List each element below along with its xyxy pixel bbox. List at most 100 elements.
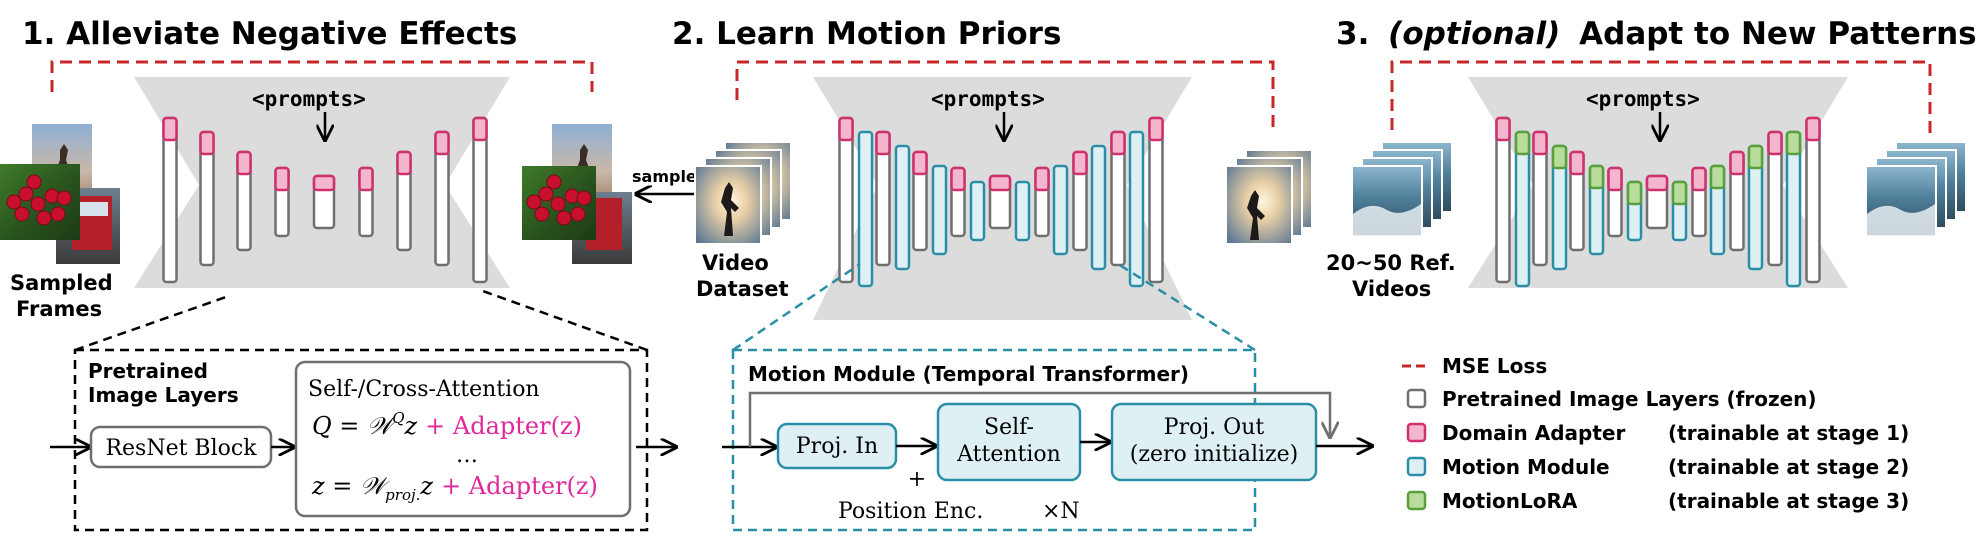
video-dataset-label-line2: Dataset xyxy=(696,277,789,301)
berry xyxy=(50,206,66,222)
stage1-title: 1. Alleviate Negative Effects xyxy=(22,16,517,52)
proj-out-label-line2: (zero initialize) xyxy=(1130,442,1298,467)
eq2-adapter: + Adapter(z) xyxy=(441,472,598,500)
legend-motion-module-label: Motion Module xyxy=(1442,455,1610,479)
legend-motion-module-note: (trainable at stage 2) xyxy=(1668,455,1909,479)
domain-adapter-block xyxy=(912,150,928,176)
legend-pretrained-swatch xyxy=(1406,388,1427,409)
proj-in-label: Proj. In xyxy=(796,434,878,459)
sampled-frames-input xyxy=(0,124,120,264)
domain-adapter-block xyxy=(274,166,290,192)
zoom-line-left xyxy=(74,295,227,352)
sample-label: sample xyxy=(632,167,697,186)
stage3-title-rest: Adapt to New Patterns xyxy=(1579,16,1976,52)
domain-adapter-block xyxy=(1767,130,1783,156)
unet-layers-stage1 xyxy=(162,116,488,284)
sampled-frames-label-line2: Frames xyxy=(16,297,102,321)
berry xyxy=(18,186,34,202)
domain-adapter-block xyxy=(434,130,450,156)
berry xyxy=(538,186,554,202)
stage3-title-number: 3. xyxy=(1336,16,1369,52)
legend-domain-adapter-label: Domain Adapter xyxy=(1442,421,1625,445)
motionlora-block xyxy=(1785,130,1802,156)
motion-module-detail-box xyxy=(731,348,1257,532)
motion-module-heading: Motion Module (Temporal Transformer) xyxy=(748,362,1189,386)
berry xyxy=(36,210,52,226)
eq1-z: z xyxy=(404,412,418,440)
residual-skip-arrow xyxy=(748,391,1330,447)
motion-module-bar xyxy=(1014,180,1031,242)
video-dataset-stack xyxy=(694,141,792,245)
domain-adapter-block xyxy=(838,116,854,142)
motion-module-bar xyxy=(1052,164,1069,256)
zoom-line-teal-left xyxy=(732,262,861,352)
equation-ellipsis: … xyxy=(456,443,478,468)
resnet-block-label: ResNet Block xyxy=(105,436,257,461)
eq1-lhs: Q = 𝒲 xyxy=(312,412,398,440)
motionlora-block xyxy=(1709,164,1726,190)
motion-module-bar xyxy=(1090,144,1107,271)
berry xyxy=(534,206,550,222)
stage2-output-stack xyxy=(1225,149,1313,245)
pretrained-layer-bar xyxy=(838,116,854,284)
prompts-label-stage2: <prompts> xyxy=(931,87,1045,111)
domain-adapter-block xyxy=(1691,166,1707,192)
domain-adapter-block xyxy=(396,150,412,176)
domain-adapter-block xyxy=(875,130,891,156)
berry xyxy=(550,196,566,212)
sampled-frames-output xyxy=(522,124,632,264)
berry xyxy=(56,190,72,206)
domain-adapter-block xyxy=(1072,150,1088,176)
unet-layers-stage3 xyxy=(1495,116,1821,288)
motion-module-bar xyxy=(894,144,911,271)
motionlora-block xyxy=(1671,180,1688,206)
legend-motionlora-label: MotionLoRA xyxy=(1442,489,1578,513)
legend-pretrained-label: Pretrained Image Layers (frozen) xyxy=(1442,387,1817,411)
proj-out-box xyxy=(1110,402,1318,482)
video-dataset-label-line1: Video xyxy=(702,251,769,275)
berry xyxy=(26,174,42,190)
runner-silhouette xyxy=(721,182,739,236)
ref-videos-stack xyxy=(1351,141,1453,237)
domain-adapter-block xyxy=(472,116,488,142)
tram-window xyxy=(76,202,108,216)
domain-adapter-block xyxy=(1645,174,1669,192)
motion-module-bar xyxy=(931,164,948,256)
repeat-n-label: ×N xyxy=(1042,499,1080,524)
domain-adapter-block xyxy=(236,150,252,176)
output-wave-foam xyxy=(1867,204,1935,236)
attention-box xyxy=(294,360,632,518)
berry xyxy=(6,194,22,210)
motionlora-block xyxy=(1747,144,1764,170)
self-attention-label-line1: Self- xyxy=(984,415,1034,440)
pretrained-layer-bar xyxy=(162,116,178,284)
berry xyxy=(526,194,542,210)
pretrained-layer-bar xyxy=(472,116,488,284)
ref-videos-label-line2: Videos xyxy=(1352,277,1431,301)
berry xyxy=(556,210,572,226)
berry xyxy=(30,196,46,212)
zoom-line-right xyxy=(479,288,648,352)
prompts-label-stage3: <prompts> xyxy=(1586,87,1700,111)
motionlora-block xyxy=(1626,180,1643,206)
legend-mse-label: MSE Loss xyxy=(1442,354,1547,378)
motionlora-block xyxy=(1514,130,1531,156)
motion-module-bar xyxy=(969,180,986,242)
eq2-subscript: proj. xyxy=(385,486,420,504)
domain-adapter-block xyxy=(1148,116,1164,142)
sampled-frames-label-line1: Sampled xyxy=(10,271,113,295)
domain-adapter-block xyxy=(1805,116,1821,142)
domain-adapter-block xyxy=(988,174,1012,192)
berry xyxy=(14,206,30,222)
stage3-output-stack xyxy=(1865,141,1967,237)
output-video-frame-front xyxy=(1225,165,1293,245)
image-layers-heading-line1: Pretrained xyxy=(88,359,208,383)
motionlora-block xyxy=(1551,144,1568,170)
self-attention-label-line2: Attention xyxy=(956,442,1061,467)
domain-adapter-block xyxy=(1110,130,1126,156)
zoom-line-teal-right xyxy=(1117,262,1256,352)
domain-adapter-block xyxy=(1607,166,1623,192)
legend: MSE Loss Pretrained Image Layers (frozen… xyxy=(1402,354,1909,513)
